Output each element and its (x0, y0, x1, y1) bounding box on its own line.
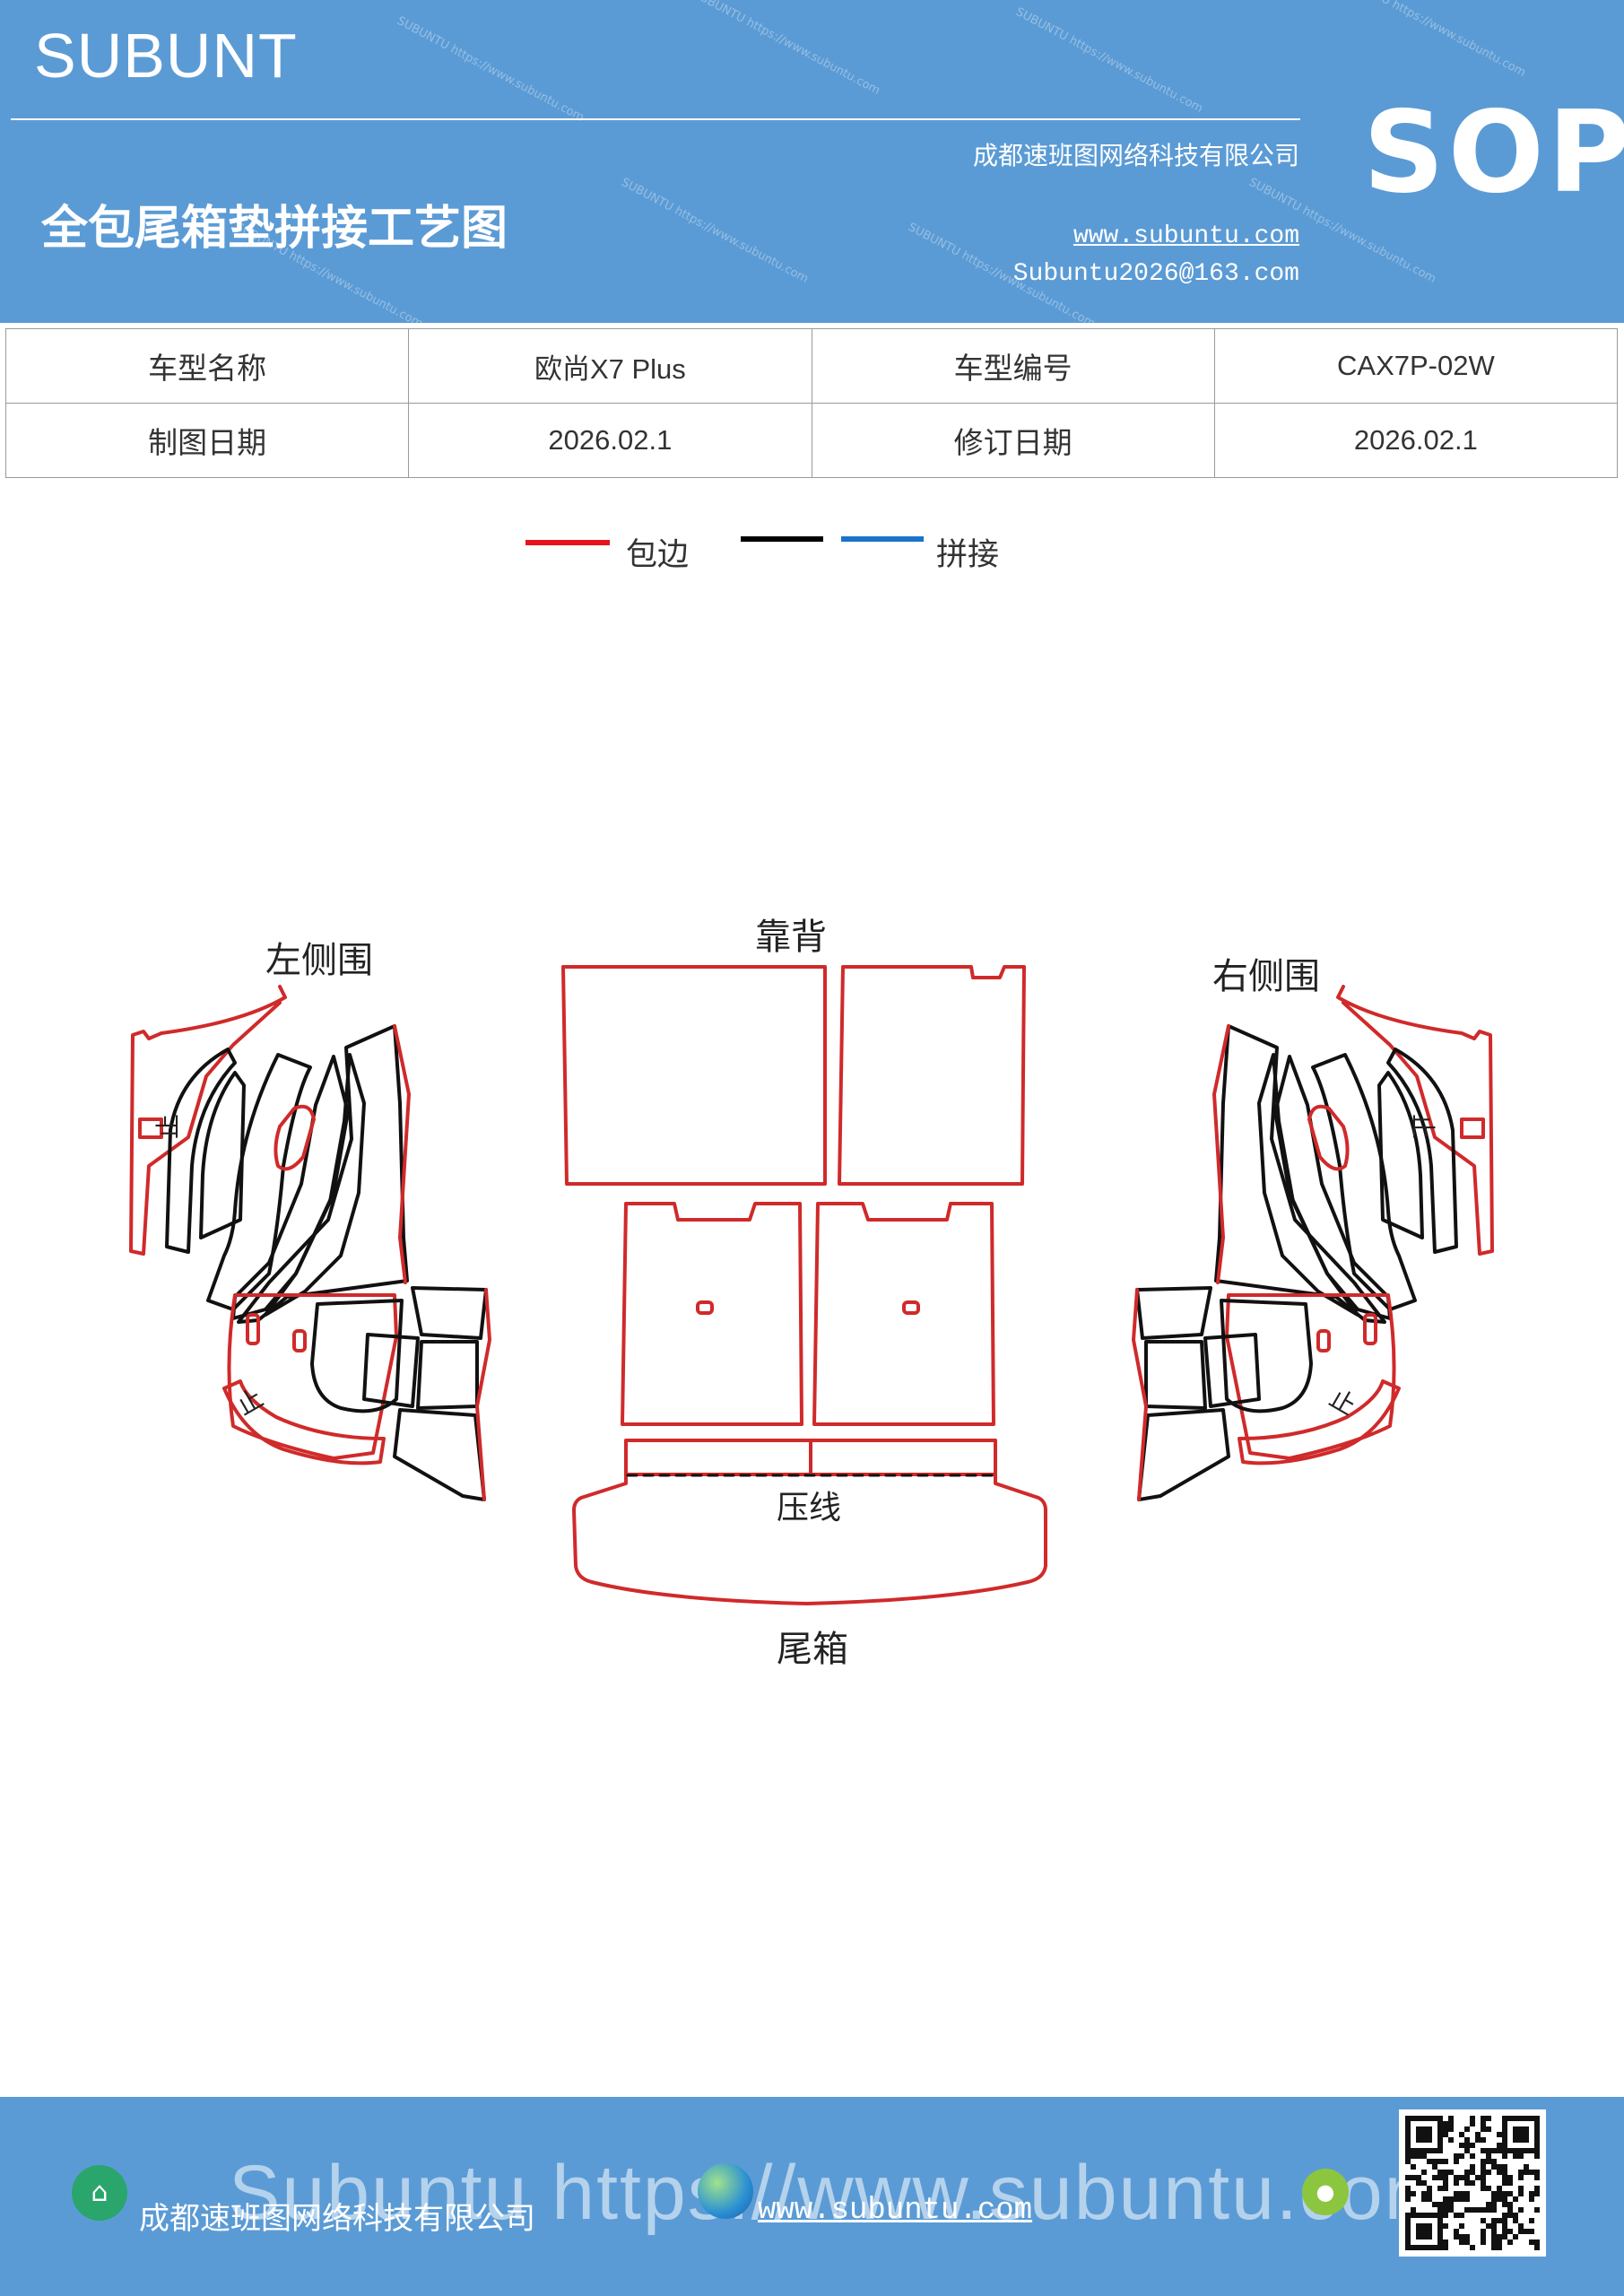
right-wall-strip-1 (1386, 1048, 1458, 1254)
left-wall-strip-3 (206, 1053, 312, 1311)
table-cell-label: 车型名称 (4, 328, 410, 404)
trunk-upper-left (624, 1439, 812, 1476)
right-lower-ring (1220, 1299, 1313, 1413)
footer-website-link[interactable]: www.subuntu.com (758, 2194, 1033, 2228)
right-wall-inner-edge (1212, 1024, 1230, 1284)
table-cell-value: 欧尚X7 Plus (408, 328, 812, 404)
right-lower-arc (1238, 1379, 1401, 1465)
table-row: 车型名称 欧尚X7 Plus 车型编号 CAX7P-02W (4, 328, 1619, 404)
right-wall-strip-2 (1377, 1071, 1424, 1239)
backrest-panel-left (561, 965, 827, 1186)
trunk-upper-right (809, 1439, 997, 1476)
legend-label-seam: 拼接 (936, 537, 1000, 573)
vehicle-info-table: 车型名称 欧尚X7 Plus 车型编号 CAX7P-02W 制图日期 2026.… (4, 328, 1619, 478)
left-wall-strip-1 (165, 1048, 237, 1254)
label-stop: 止 (1408, 1113, 1438, 1140)
left-box-mid-l (362, 1333, 420, 1408)
left-wall-big (237, 1024, 409, 1324)
left-wall-outer (129, 985, 287, 1256)
right-lower-slot-2 (1316, 1329, 1331, 1352)
table-row: 制图日期 2026.02.1 修订日期 2026.02.1 (4, 403, 1619, 478)
left-wall-slot (274, 1104, 316, 1171)
label-left-side: 左侧围 (265, 940, 373, 981)
left-side-wall (129, 985, 491, 1501)
table-cell-value: 2026.02.1 (408, 403, 812, 478)
qr-code (1399, 2109, 1546, 2257)
trunk-main (572, 1473, 1047, 1605)
floor-panel-right (812, 1202, 995, 1426)
left-lower-slot-1 (246, 1313, 260, 1345)
right-wall-big (1214, 1024, 1386, 1324)
left-box-edge (475, 1288, 491, 1501)
legend-swatch-edge (525, 540, 610, 545)
building-icon: ⌂ (72, 2165, 127, 2221)
floor-panels (621, 1202, 995, 1426)
right-box-bottom (1137, 1408, 1230, 1501)
legend-label-edge: 包边 (626, 537, 690, 573)
right-wall-outer (1336, 985, 1494, 1256)
right-side-wall (1132, 985, 1494, 1501)
floor-panel-right-hole (902, 1300, 920, 1315)
label-right-side: 右侧围 (1212, 956, 1320, 997)
header-divider (11, 118, 1300, 120)
sop-badge: SOP (1363, 86, 1624, 218)
floor-panel-left (621, 1202, 803, 1426)
left-wall-strip-2 (199, 1071, 246, 1239)
trunk-panel (572, 1439, 1047, 1605)
wechat-icon: ● (1302, 2169, 1349, 2215)
table-cell-label: 修订日期 (811, 403, 1215, 478)
label-backrest: 靠背 (755, 917, 827, 958)
label-stop: 止 (153, 1113, 184, 1140)
table-cell-label: 制图日期 (4, 403, 410, 478)
left-lower-piece (227, 1293, 398, 1460)
table-cell-label: 车型编号 (811, 328, 1215, 404)
right-box-mid-l (1203, 1333, 1261, 1408)
legend-swatch-black (741, 536, 823, 542)
left-box-bottom (393, 1408, 486, 1501)
brand-logo-text: SUBUNT (34, 21, 298, 91)
legend: 包边 拼接 (0, 529, 1624, 574)
right-lower-piece (1225, 1293, 1396, 1460)
left-box-top (411, 1286, 488, 1340)
left-wall-inner-edge (393, 1024, 411, 1284)
footer-company: 成都速班图网络科技有限公司 (139, 2201, 535, 2237)
right-wall-tab (1460, 1118, 1485, 1139)
globe-icon (698, 2163, 753, 2219)
left-box-mid-r (416, 1340, 479, 1410)
label-crease: 压线 (777, 1490, 842, 1526)
right-box-mid-r (1144, 1340, 1207, 1410)
right-wall-slot (1307, 1104, 1350, 1171)
footer-watermark: Subuntu https://www.subuntu.com (229, 2150, 1451, 2236)
legend-swatch-seam (841, 536, 924, 542)
floor-panel-left-hole (696, 1300, 714, 1315)
table-cell-value: 2026.02.1 (1213, 403, 1619, 478)
right-wall-strip-3 (1311, 1053, 1417, 1311)
backrest-panel-right (838, 965, 1026, 1186)
backrest-panels (561, 965, 1026, 1186)
email-address[interactable]: Subuntu2026@163.com (1012, 260, 1299, 288)
label-trunk: 尾箱 (777, 1629, 848, 1670)
left-lower-ring (310, 1299, 404, 1413)
left-lower-arc (222, 1379, 386, 1465)
right-box-top (1135, 1286, 1212, 1340)
left-wall-tab (138, 1118, 163, 1139)
header-banner: SUBUNTU https://www.subuntu.com SUBUNTU … (0, 0, 1624, 323)
footer-banner: Subuntu https://www.subuntu.com ⌂ 成都速班图网… (0, 2097, 1624, 2296)
document-title: 全包尾箱垫拼接工艺图 (41, 201, 508, 256)
left-wall-strip-5 (264, 1053, 366, 1317)
right-lower-slot-1 (1363, 1313, 1377, 1345)
right-wall-strip-5 (1257, 1053, 1359, 1317)
company-name: 成都速班图网络科技有限公司 (972, 141, 1299, 170)
website-link[interactable]: www.subuntu.com (1073, 222, 1299, 250)
right-box-edge (1132, 1288, 1148, 1501)
table-cell-value: CAX7P-02W (1213, 328, 1619, 404)
left-lower-slot-2 (292, 1329, 307, 1352)
